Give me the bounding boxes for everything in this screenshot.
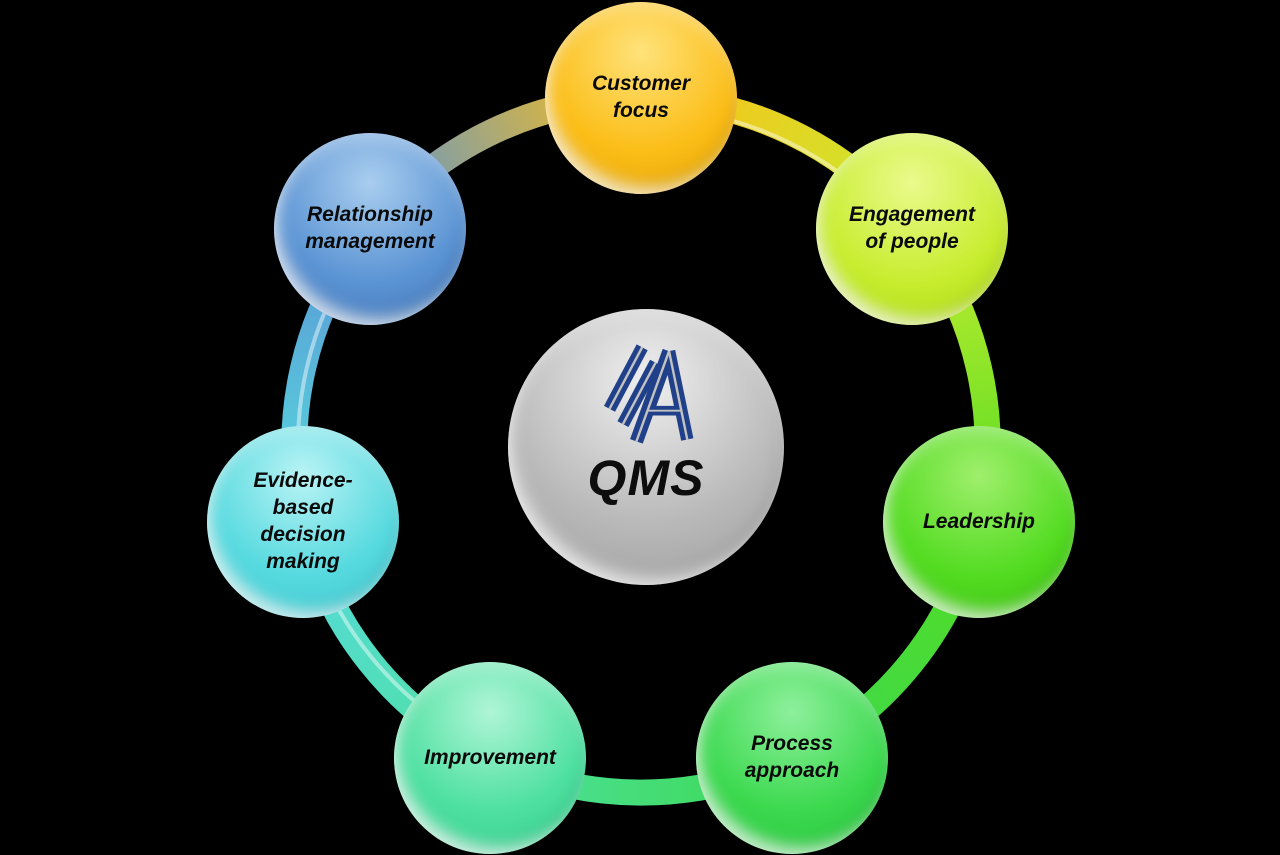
node-label: Process approach bbox=[744, 732, 840, 782]
node-customer-focus: Customer focus bbox=[545, 2, 737, 194]
node-label: Customer focus bbox=[591, 72, 691, 122]
node-label: Leadership bbox=[922, 509, 1036, 533]
node-label: Improvement bbox=[424, 745, 556, 769]
node-label: Evidence-based decision making bbox=[253, 469, 353, 573]
node-leadership: Leadership bbox=[883, 426, 1075, 618]
center-hub: QMS bbox=[508, 309, 784, 585]
stylized-a-logo-icon bbox=[604, 344, 694, 444]
center-label: QMS bbox=[587, 450, 705, 506]
node-label: Relationship management bbox=[305, 203, 435, 253]
node-engagement-of-people: Engagement of people bbox=[816, 133, 1008, 325]
node-evidence-based-decision-making: Evidence-based decision making bbox=[207, 426, 399, 618]
node-process-approach: Process approach bbox=[696, 662, 888, 854]
node-label: Engagement of people bbox=[848, 203, 976, 253]
node-improvement: Improvement bbox=[394, 662, 586, 854]
node-relationship-management: Relationship management bbox=[274, 133, 466, 325]
